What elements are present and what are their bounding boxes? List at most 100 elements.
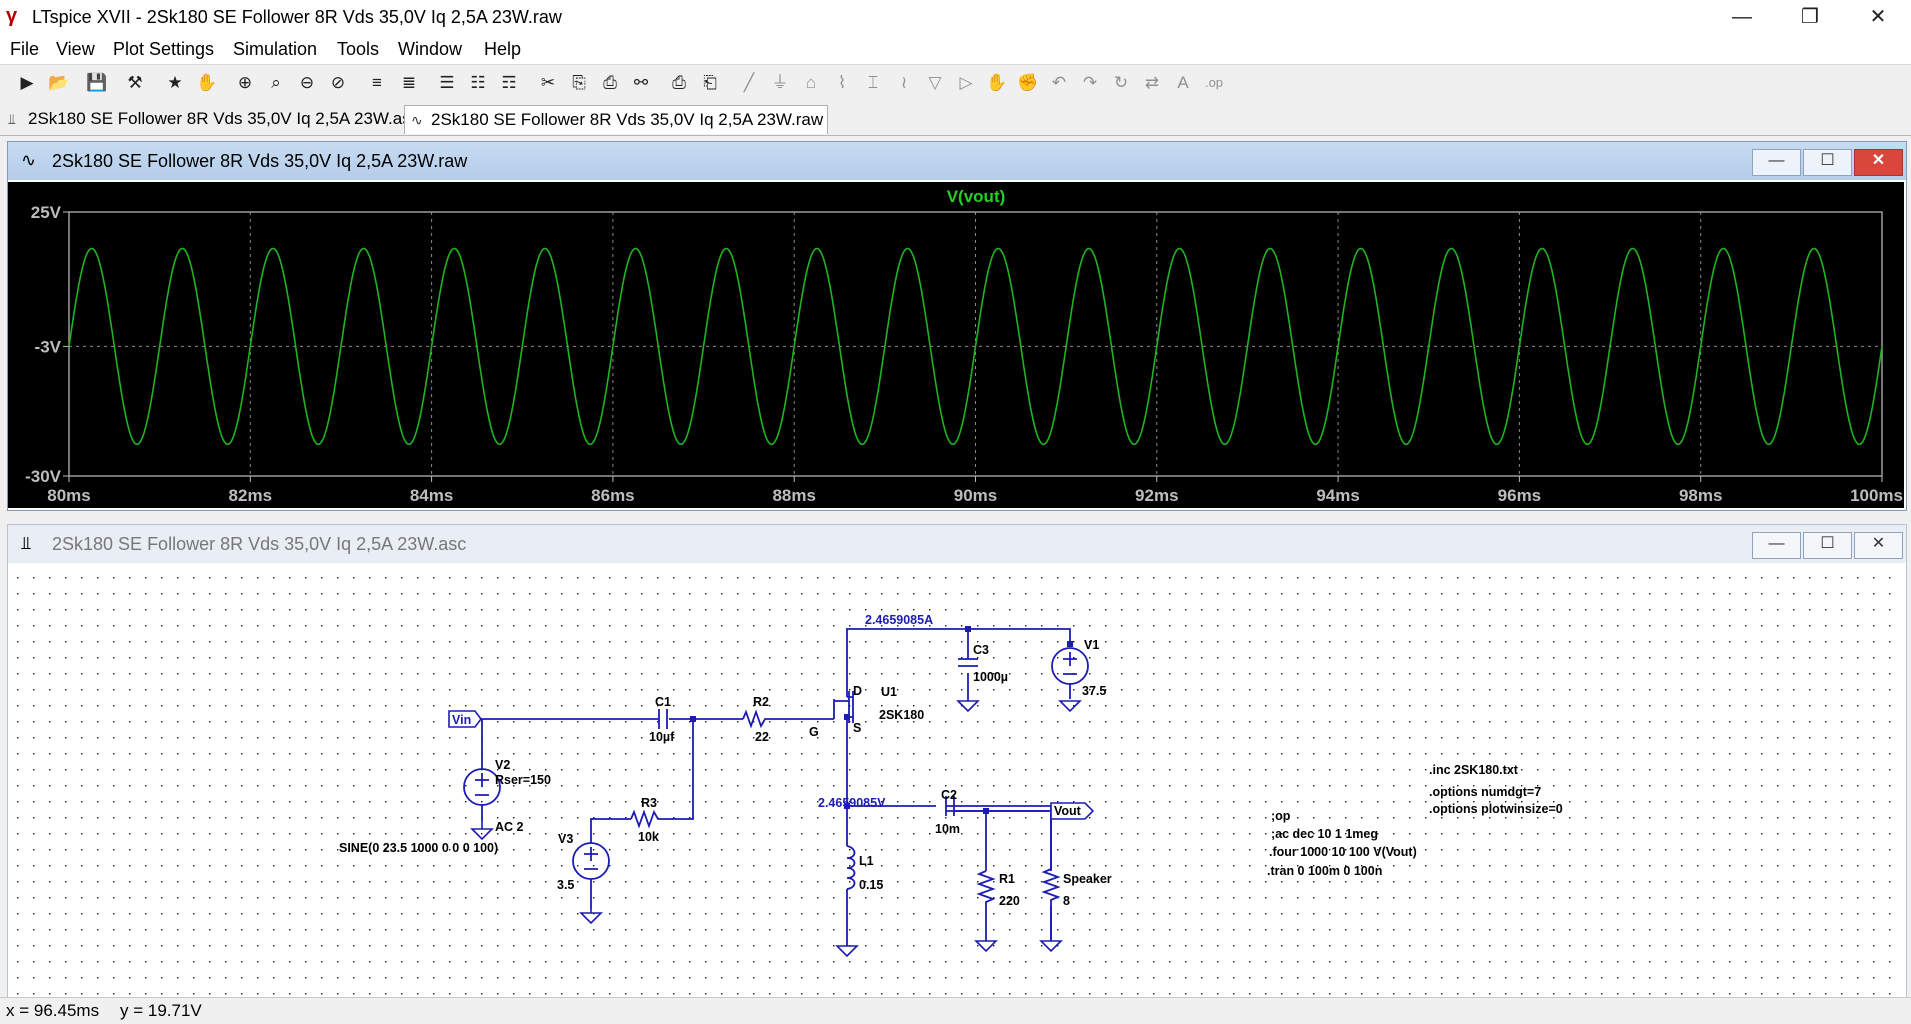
vin-label[interactable]: Vin bbox=[452, 713, 471, 727]
control-panel-icon[interactable]: ⚒ bbox=[127, 73, 143, 92]
directive-numdgt[interactable]: .options numdgt=7 bbox=[1429, 785, 1541, 799]
drag-icon[interactable]: ✊ bbox=[1017, 73, 1039, 92]
v2-rser[interactable]: Rser=150 bbox=[495, 773, 551, 787]
vout-label[interactable]: Vout bbox=[1054, 804, 1082, 818]
waveform-icon: ∿ bbox=[21, 150, 37, 170]
r1-value[interactable]: 220 bbox=[999, 894, 1020, 908]
run-icon[interactable]: ▶ bbox=[20, 73, 34, 92]
c3-name[interactable]: C3 bbox=[973, 643, 989, 657]
speaker-name[interactable]: Speaker bbox=[1063, 872, 1112, 886]
wire-spk-branch bbox=[986, 810, 1052, 941]
x-tick-label: 90ms bbox=[954, 486, 997, 505]
menu-file[interactable]: File bbox=[10, 39, 40, 59]
minimize-icon[interactable]: — bbox=[1752, 149, 1801, 176]
menu-simulation[interactable]: Simulation bbox=[233, 39, 318, 59]
r1-name[interactable]: R1 bbox=[999, 872, 1015, 886]
save-icon[interactable]: 💾 bbox=[86, 73, 108, 92]
minimize-icon[interactable]: — bbox=[1732, 6, 1752, 28]
wire-r3-v3 bbox=[590, 818, 631, 843]
mirror-icon[interactable]: ⇄ bbox=[1144, 73, 1160, 92]
r2-value[interactable]: 22 bbox=[755, 730, 769, 744]
zoom-in-icon[interactable]: ⊕ bbox=[237, 73, 253, 92]
c1-value[interactable]: 10µf bbox=[649, 730, 675, 744]
inductor-l1 bbox=[846, 845, 856, 890]
directive-op[interactable]: ;op bbox=[1271, 809, 1291, 823]
paste-icon[interactable]: ⎙ bbox=[603, 73, 617, 92]
v2-ac[interactable]: AC 2 bbox=[495, 820, 524, 834]
trace-name[interactable]: V(vout) bbox=[947, 187, 1006, 206]
pan-icon[interactable]: ✋ bbox=[196, 73, 218, 92]
zoom-out-icon[interactable]: ⊖ bbox=[299, 73, 315, 92]
directive-inc[interactable]: .inc 2SK180.txt bbox=[1429, 763, 1519, 777]
r3-name[interactable]: R3 bbox=[641, 796, 657, 810]
tab-waveform[interactable]: ∿ 2Sk180 SE Follower 8R Vds 35,0V Iq 2,5… bbox=[404, 105, 828, 134]
spice-directive-icon[interactable]: .op bbox=[1204, 75, 1224, 90]
zoom-cancel-icon[interactable]: ⊘ bbox=[330, 73, 346, 92]
speaker-value[interactable]: 8 bbox=[1063, 894, 1070, 908]
directive-tran[interactable]: .tran 0 100m 0 100n bbox=[1267, 864, 1382, 878]
resistor-r3 bbox=[630, 809, 661, 829]
l1-name[interactable]: L1 bbox=[859, 854, 874, 868]
l1-value[interactable]: 0.15 bbox=[859, 878, 883, 892]
text-icon[interactable]: A bbox=[1177, 73, 1189, 92]
capacitor-icon[interactable]: ⌶ bbox=[867, 73, 879, 92]
u1-value[interactable]: 2SK180 bbox=[879, 708, 924, 722]
close-icon[interactable]: ✕ bbox=[1869, 6, 1887, 28]
print-icon[interactable]: ⎙ bbox=[672, 73, 686, 92]
directive-four[interactable]: .four 1000 10 100 V(Vout) bbox=[1269, 845, 1417, 859]
minimize-icon[interactable]: — bbox=[1752, 532, 1801, 559]
v1-name[interactable]: V1 bbox=[1084, 638, 1099, 652]
halt-icon[interactable]: ★ bbox=[167, 73, 183, 92]
close-icon[interactable]: ✕ bbox=[1854, 532, 1903, 559]
close-icon[interactable]: ✕ bbox=[1854, 149, 1903, 176]
find-icon[interactable]: ⚯ bbox=[633, 73, 649, 92]
menu-help[interactable]: Help bbox=[484, 39, 522, 59]
c1-name[interactable]: C1 bbox=[655, 695, 671, 709]
c2-value[interactable]: 10m bbox=[935, 822, 960, 836]
menu-tools[interactable]: Tools bbox=[337, 39, 380, 59]
restore-icon[interactable]: ☐ bbox=[1803, 149, 1852, 176]
restore-icon[interactable]: ☐ bbox=[1803, 532, 1852, 559]
ground-icon[interactable]: ⏚ bbox=[771, 73, 789, 92]
move-icon[interactable]: ✋ bbox=[986, 73, 1008, 92]
cut-icon[interactable]: ✂ bbox=[540, 73, 556, 92]
v3-name[interactable]: V3 bbox=[558, 832, 573, 846]
schematic-canvas[interactable]: Vin Vout C1 10µf R2 22 G D S U1 2SK180 R… bbox=[8, 565, 1904, 995]
r2-name[interactable]: R2 bbox=[753, 695, 769, 709]
label-icon[interactable]: ⌂ bbox=[805, 73, 817, 92]
v2-name[interactable]: V2 bbox=[495, 758, 510, 772]
cascade-icon[interactable]: ☷ bbox=[470, 73, 486, 92]
undo-icon[interactable]: ↶ bbox=[1051, 73, 1067, 92]
c2-name[interactable]: C2 bbox=[941, 788, 957, 802]
menu-view[interactable]: View bbox=[56, 39, 95, 59]
directive-plotwinsize[interactable]: .options plotwinsize=0 bbox=[1429, 802, 1563, 816]
restore-icon[interactable]: ❐ bbox=[1801, 6, 1819, 28]
x-tick-label: 88ms bbox=[772, 486, 815, 505]
v3-value[interactable]: 3.5 bbox=[557, 878, 574, 892]
c3-value[interactable]: 1000µ bbox=[973, 670, 1008, 684]
inductor-icon[interactable]: ≀ bbox=[900, 73, 908, 92]
tile-vertical-icon[interactable]: ☶ bbox=[501, 73, 517, 92]
u1-name[interactable]: U1 bbox=[881, 685, 897, 699]
diode-icon[interactable]: ▽ bbox=[928, 73, 942, 92]
rotate-icon[interactable]: ↻ bbox=[1113, 73, 1129, 92]
menu-window[interactable]: Window bbox=[398, 39, 463, 59]
zoom-area-icon[interactable]: ⌕ bbox=[271, 73, 281, 92]
resistor-icon[interactable]: ⌇ bbox=[837, 73, 847, 92]
print-setup-icon[interactable]: ⎗ bbox=[703, 73, 717, 92]
v2-sine[interactable]: SINE(0 23.5 1000 0 0 0 100) bbox=[339, 841, 498, 855]
autorange-icon[interactable]: ≡ bbox=[372, 73, 382, 92]
r3-value[interactable]: 10k bbox=[638, 830, 659, 844]
directive-ac[interactable]: ;ac dec 10 1 1meg bbox=[1271, 827, 1378, 841]
menu-plot-settings[interactable]: Plot Settings bbox=[113, 39, 215, 59]
open-icon[interactable]: 📂 bbox=[48, 73, 70, 92]
mark-icon[interactable]: ≣ bbox=[401, 73, 417, 92]
wire-icon[interactable]: ╱ bbox=[743, 73, 755, 92]
tile-horizontal-icon[interactable]: ☰ bbox=[439, 73, 455, 92]
v1-value[interactable]: 37.5 bbox=[1082, 684, 1106, 698]
redo-icon[interactable]: ↷ bbox=[1082, 73, 1098, 92]
component-icon[interactable]: ▷ bbox=[959, 73, 973, 92]
copy-icon[interactable]: ⎘ bbox=[572, 73, 586, 92]
tab-schematic[interactable]: ⫫ 2Sk180 SE Follower 8R Vds 35,0V Iq 2,5… bbox=[2, 105, 426, 133]
